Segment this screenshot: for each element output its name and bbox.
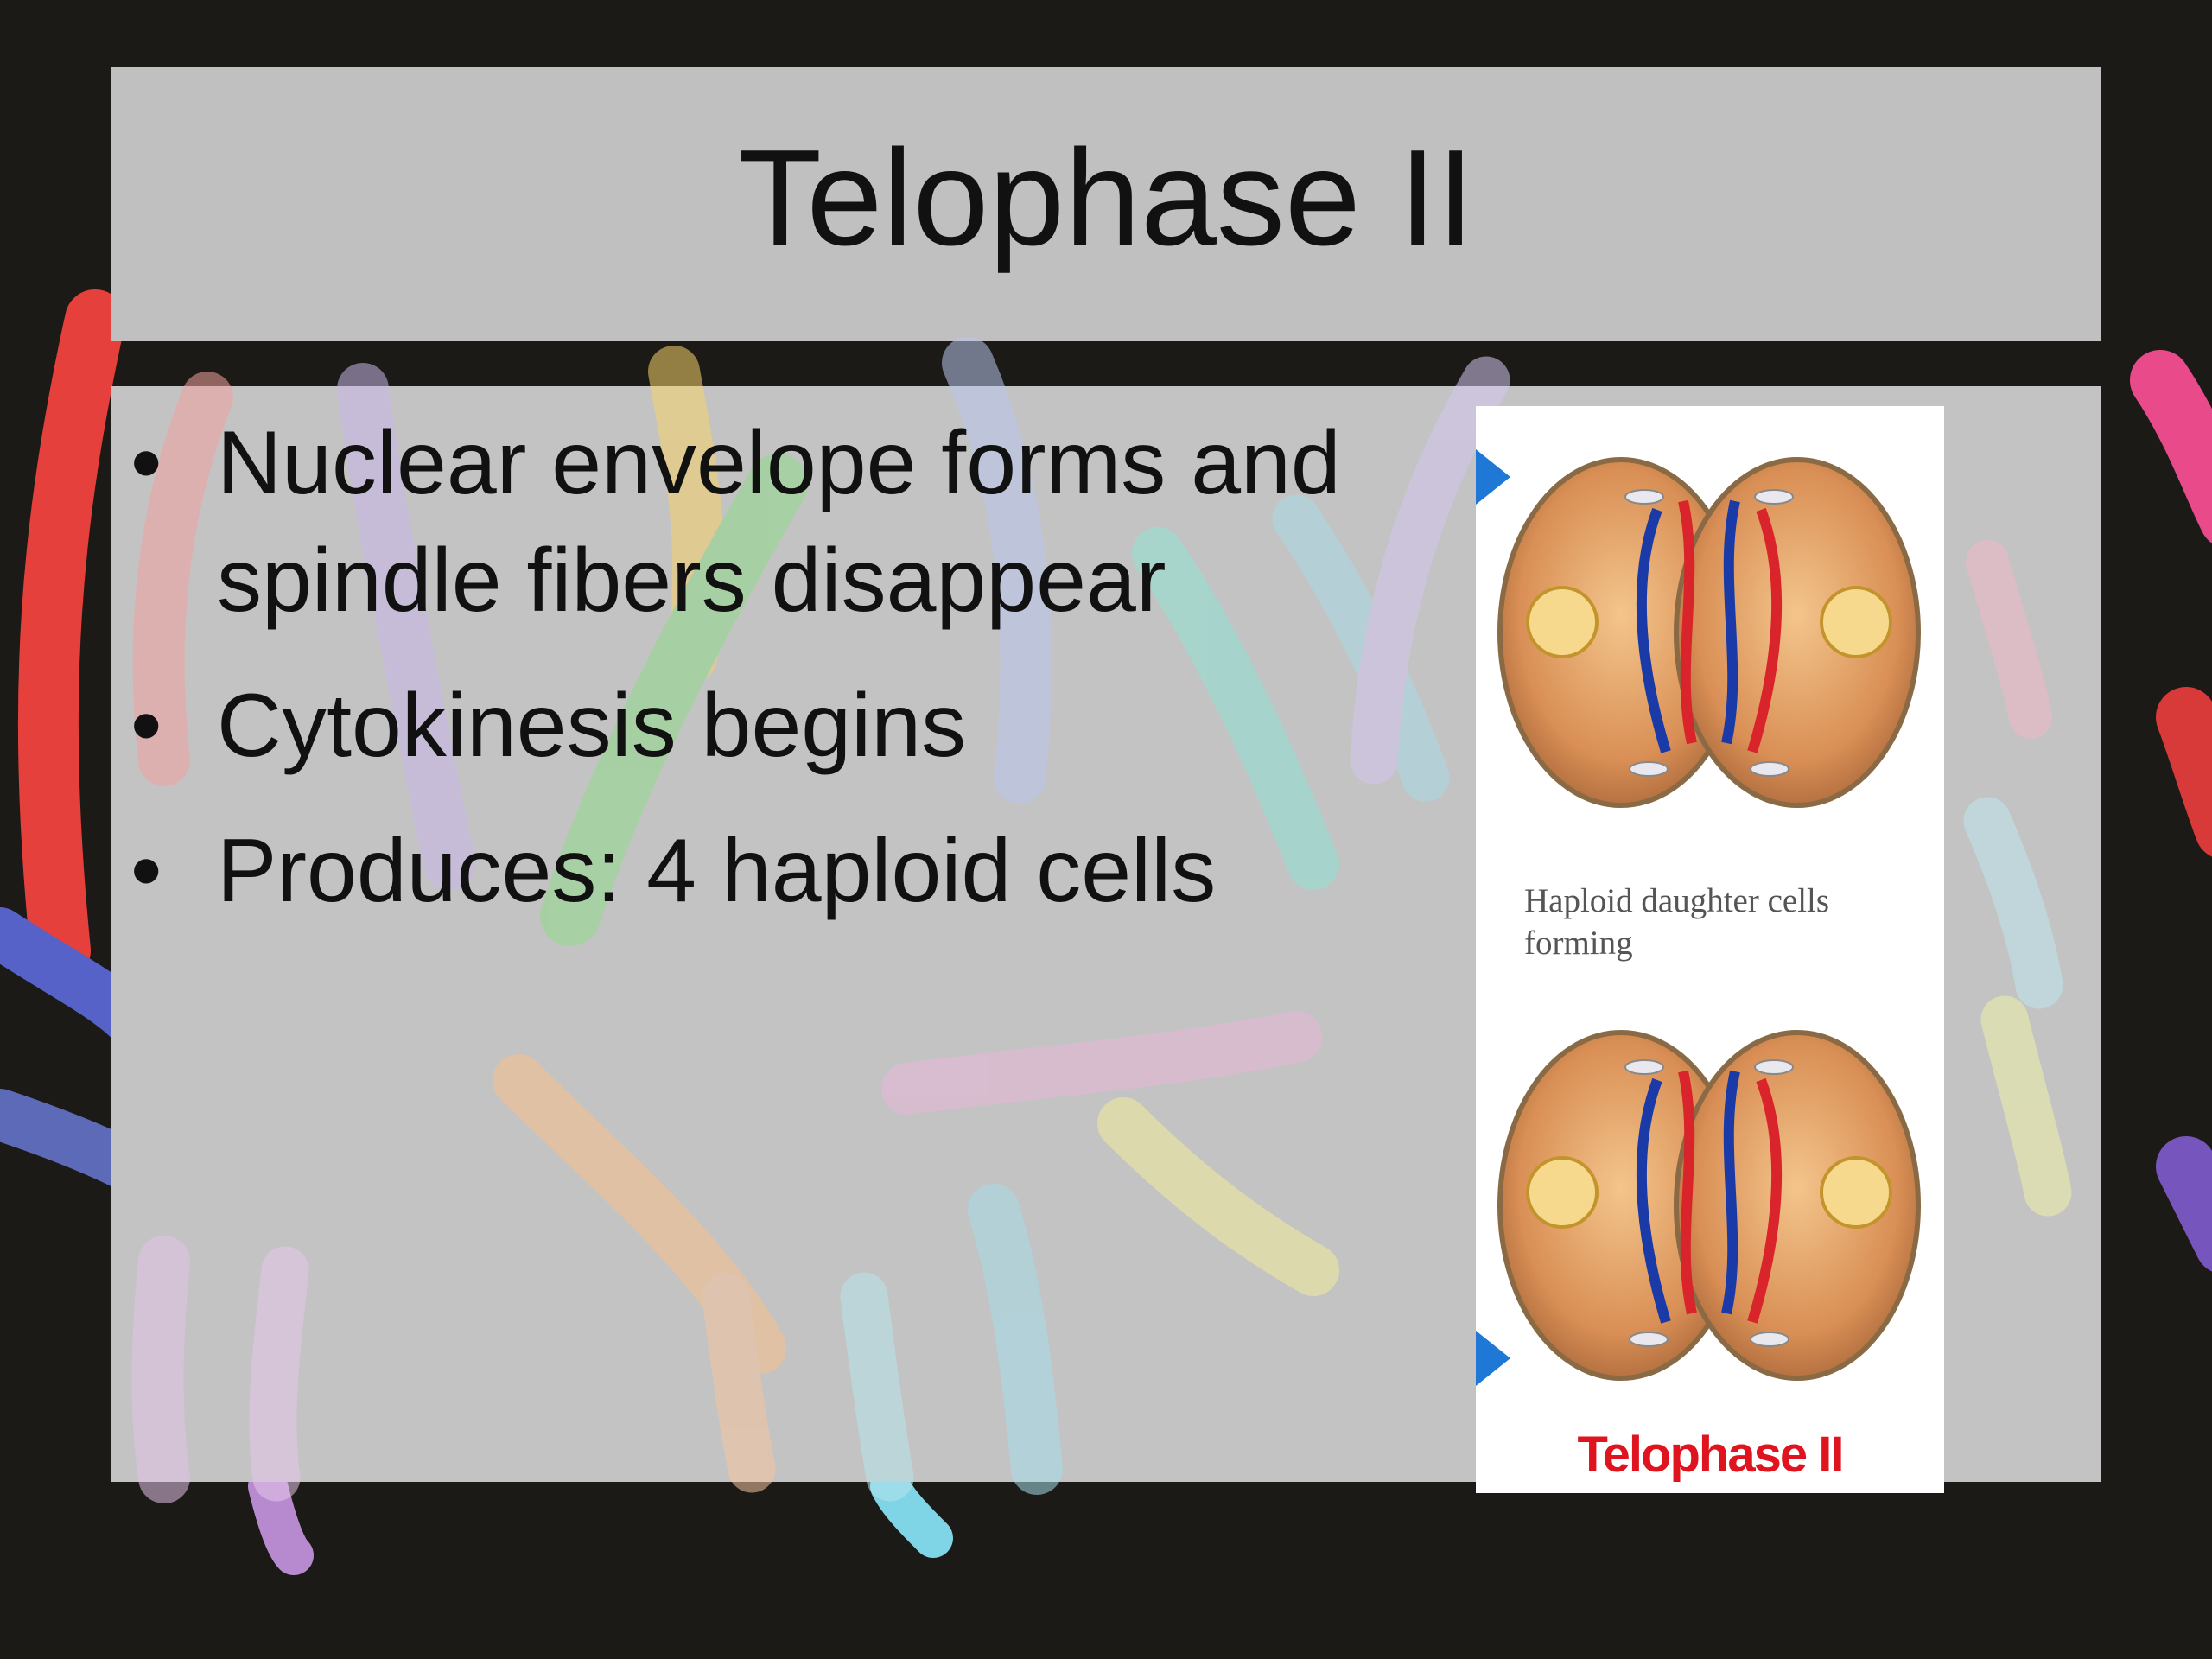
top-cell-pair: [1497, 457, 1921, 808]
bullet-text: Nuclear envelope forms and spindle fiber…: [217, 413, 1341, 631]
list-item: • Produces: 4 haploid cells: [125, 812, 1404, 930]
list-item: • Nuclear envelope forms and spindle fib…: [125, 404, 1404, 639]
telophase-figure: Haploid daughter cells forming Telophase…: [1476, 406, 1944, 1493]
bullet-marker: •: [130, 413, 162, 513]
slide-title: Telophase II: [738, 121, 1475, 274]
title-bar: Telophase II: [111, 67, 2101, 341]
bullet-marker: •: [130, 676, 162, 776]
figure-label: Telophase II: [1577, 1427, 1845, 1483]
bottom-cell-pair: [1497, 1030, 1921, 1381]
blue-arrow-icon: [1476, 1331, 1510, 1386]
cell-pair-illustration: [1497, 457, 1921, 1381]
blue-arrow-icon: [1476, 449, 1510, 505]
list-item: • Cytokinesis begins: [125, 667, 1404, 785]
bullet-text: Cytokinesis begins: [217, 676, 967, 776]
bullet-marker: •: [130, 821, 162, 921]
bullet-list: • Nuclear envelope forms and spindle fib…: [125, 404, 1404, 957]
figure-caption: Haploid daughter cells forming: [1524, 882, 1830, 962]
bullet-text: Produces: 4 haploid cells: [217, 821, 1217, 921]
